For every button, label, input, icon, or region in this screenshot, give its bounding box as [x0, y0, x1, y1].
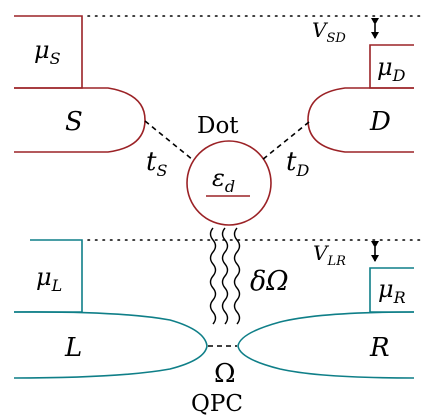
epsilon-d-label: εd: [212, 164, 235, 196]
left-lead: [13, 311, 208, 379]
source-tunnel-line: [144, 120, 194, 161]
mu-s-label: μS: [34, 36, 61, 68]
source-label: S: [65, 107, 83, 137]
drain-lead: [307, 87, 414, 153]
drain-tunnel-line: [261, 121, 310, 161]
right-label: R: [369, 333, 390, 363]
wave-line-3: [233, 227, 241, 325]
dot-circuit: [14, 15, 414, 226]
quantum-dot: [186, 140, 272, 226]
mu-l-label: μL: [36, 263, 62, 295]
vlr-label: VLR: [313, 241, 346, 269]
right-lead: [237, 311, 415, 379]
wave-line-2: [221, 227, 229, 325]
drain-label: D: [369, 107, 391, 137]
wave-line-1: [209, 227, 217, 325]
vsd-label: VSD: [312, 18, 346, 46]
dot-label: Dot: [197, 113, 239, 139]
coupling-waves: [209, 227, 241, 325]
mu-r-label: μR: [378, 275, 406, 307]
left-label: L: [64, 333, 82, 363]
source-lead: [14, 87, 146, 153]
delta-omega-label: δΩ: [250, 266, 289, 297]
ts-label: tS: [146, 147, 167, 180]
qpc-circuit: [13, 239, 415, 379]
td-label: tD: [286, 147, 309, 180]
omega-label: Ω: [214, 359, 236, 389]
qpc-label: QPC: [191, 391, 243, 417]
mu-d-label: μD: [377, 53, 406, 85]
